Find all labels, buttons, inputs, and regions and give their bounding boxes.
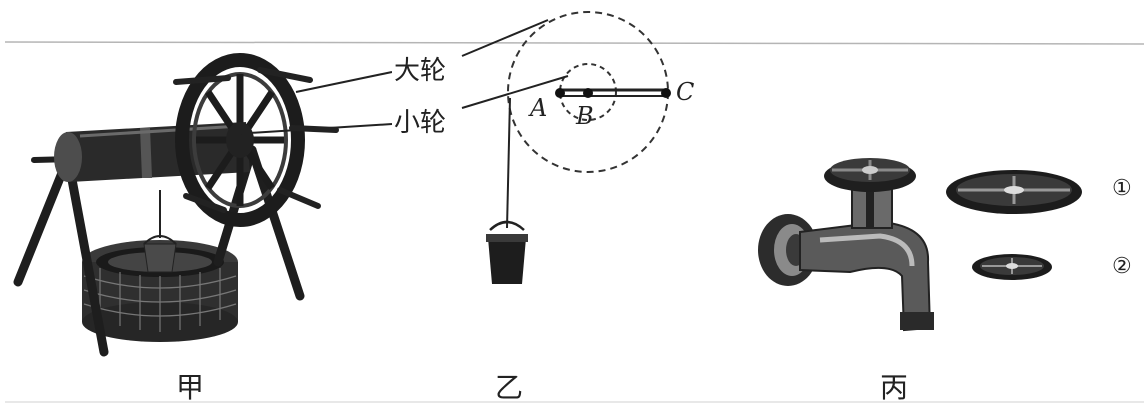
label-handle-1: ① [1112,176,1132,201]
caption-jia: 甲 [176,371,205,404]
label-point-a: A [530,94,548,122]
pointer-small-wheel [233,123,393,135]
label-small-wheel: 小轮 [392,102,449,139]
handle-small-2 [972,254,1052,280]
well-bucket [143,190,177,273]
pointer-small-wheel-2 [461,75,569,109]
handle-large-1 [946,170,1082,214]
point-a-dot [555,88,565,98]
label-point-c: C [676,78,695,106]
faucet-illustration [758,158,934,332]
pointer-big-wheel-2 [461,19,549,57]
windlass-well-illustration [13,53,393,357]
windlass-big-wheel [173,53,339,227]
label-big-wheel: 大轮 [392,50,449,87]
caption-bing: 丙 [880,371,909,404]
small-wheel-circle [559,63,617,121]
caption-yi: 乙 [495,371,524,404]
wheel-axle-schematic [461,11,671,284]
point-c-dot [661,88,671,98]
pointer-big-wheel [295,71,393,93]
label-point-b: B [576,102,594,130]
rope [506,97,511,229]
point-b-dot [583,88,593,98]
hanging-bucket [486,220,528,284]
label-handle-2: ② [1112,254,1132,279]
frame-top-line [4,41,1144,45]
